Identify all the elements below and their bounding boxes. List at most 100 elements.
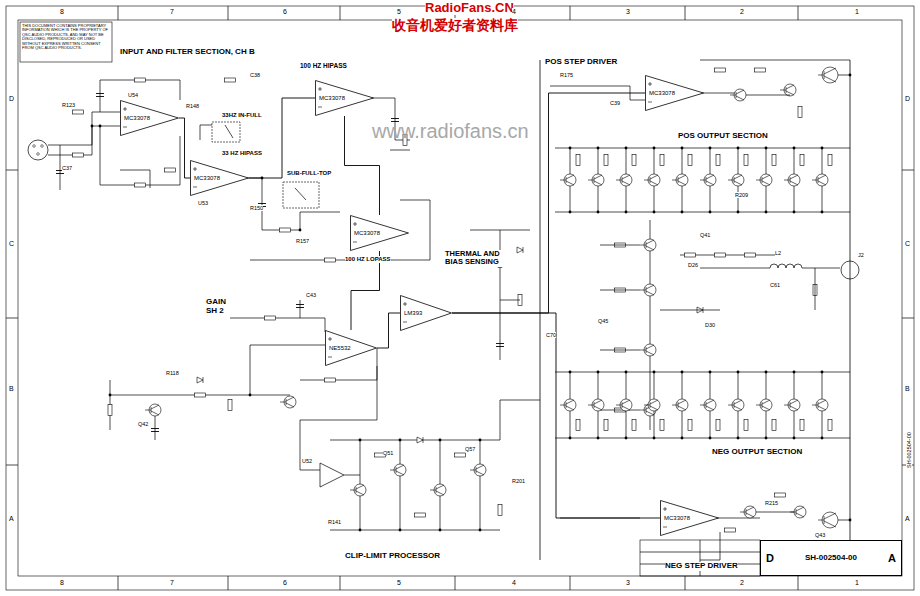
title-block-text: A [888,552,896,564]
wire [225,125,233,138]
resistor-symbol [228,400,232,411]
title-block-text: SH-002504-00 [805,554,857,563]
wire [242,178,300,230]
opamp-part-number: MC33078 [664,515,719,522]
transistor-symbol [280,397,294,407]
resistor-symbol [498,505,502,516]
transistor-symbol [430,485,444,495]
resistor-symbol [716,155,720,166]
transistor-symbol [756,175,770,185]
wire [850,60,851,560]
junction-dot [359,529,362,532]
wire [570,576,571,590]
resistor-symbol [280,228,291,232]
wire [300,366,377,470]
part-name: R118 [166,370,179,376]
resistor-symbol [715,68,726,72]
part-name: L2 [775,250,781,256]
grid-reference: C [905,240,910,248]
opamp-outline [661,501,719,536]
junction-dot [653,211,656,214]
wire [682,372,683,399]
resistor-symbol [800,420,804,431]
transistor-symbol [390,465,404,475]
connector-pin [33,145,36,148]
part-name: Q45 [598,318,608,324]
part-name: Q57 [465,446,475,452]
signal-wire [351,251,380,330]
wire [626,411,627,438]
wire [570,6,571,20]
signal-wire [377,313,400,348]
wire [6,170,18,171]
transistor-symbol [700,175,714,185]
junction-dot [793,371,796,374]
wire [598,186,599,212]
wire [794,372,795,399]
transistor-symbol [812,400,826,410]
junction-dot [359,439,362,442]
opamp-outline [401,296,452,331]
transistor-symbol [588,175,602,185]
junction-dot [439,529,442,532]
transistor-symbol [822,67,838,83]
wire [756,512,794,513]
wire [794,148,795,174]
wire [902,170,914,171]
transistor-symbol [812,175,826,185]
part-name: J2 [858,252,864,258]
resistor-symbol [325,378,336,382]
grid-reference: 8 [60,8,64,16]
resistor-symbol [800,155,804,166]
resistor-symbol [744,155,748,166]
part-name: C43 [306,292,316,298]
wire [822,186,823,212]
resistor-symbol [772,420,776,431]
opamp-part-number: MC33078 [194,175,249,182]
wire [600,245,640,246]
junction-dot [821,147,824,150]
junction-dot [653,371,656,374]
drawing-number: SH-002504-00 [906,432,912,468]
wire [470,230,530,231]
grid-reference: 2 [740,579,744,587]
outline [283,182,319,208]
wire [766,411,767,438]
wire [766,148,767,174]
capacitor-symbol [296,305,304,308]
resistor-symbol [135,78,146,82]
part-name: C37 [62,165,72,171]
wire [660,310,720,311]
transistor-symbol [740,507,754,517]
wire [822,411,823,438]
transistor-symbol [560,175,574,185]
junction-dot [709,211,712,214]
opamp-node: MC33078 [350,215,409,251]
part-name: D26 [688,262,698,268]
wire [155,416,156,440]
wire [344,475,360,476]
opamp-outline [326,331,377,366]
wire [710,186,711,212]
grid-reference: B [905,385,910,393]
wire [6,318,18,319]
part-name: R141 [328,519,341,525]
grid-reference: B [9,385,14,393]
wire [626,372,627,399]
outline [640,540,760,576]
wire [295,188,306,200]
junction-dot [737,371,740,374]
wire [540,60,541,560]
transistor-symbol [756,400,770,410]
resistor-symbol [165,168,176,172]
resistor-symbol [688,420,692,431]
wire [330,440,500,441]
connector-pin [37,153,40,156]
wire [48,126,120,155]
capacitor-symbol [151,429,159,432]
grid-reference: A [905,515,910,523]
section-title: GAIN SH 2 [206,298,234,316]
transistor-symbol [560,400,574,410]
junction-dot [653,437,656,440]
grid-reference: 6 [283,579,287,587]
